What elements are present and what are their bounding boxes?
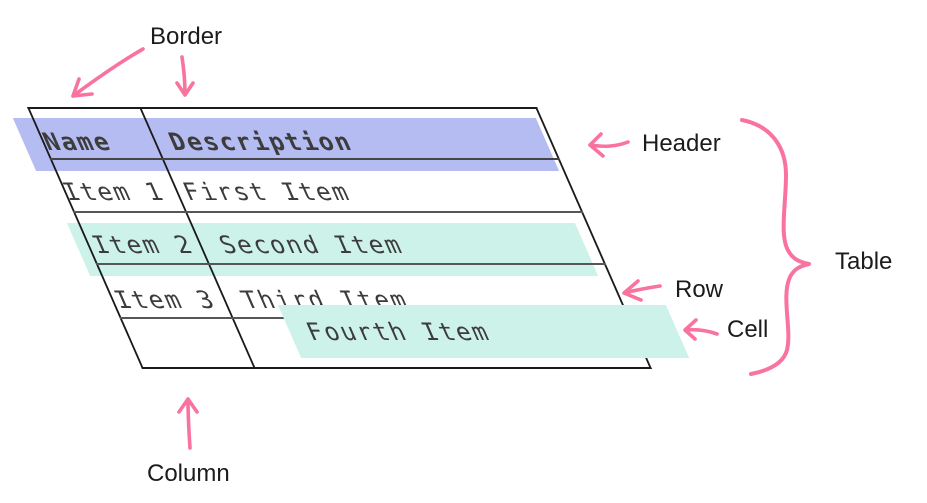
label-cell: Cell [727,316,769,343]
cell-row1-name: Item 1 [58,178,170,206]
header-underline [49,158,561,160]
label-table: Table [835,248,893,275]
table-border-top [27,107,538,109]
detached-cell-highlight: Fourth Item [277,305,690,358]
cell-row2-description: Second Item [214,231,408,259]
header-arrow-icon [588,132,630,158]
cell-row1-description: First Item [178,178,355,206]
row-line-1 [72,211,584,213]
cell-row3-name: Item 3 [109,286,221,314]
header-cell-description: Description [164,128,358,156]
border-arrow-down-icon [175,55,195,97]
header-cell-name: Name [38,128,117,156]
label-row: Row [675,276,724,303]
table-border-bottom [141,367,653,369]
label-header: Header [642,130,721,157]
label-border: Border [150,23,223,50]
row-arrow-icon [622,279,662,302]
cell-arrow-icon [683,318,719,341]
cell-row4-description: Fourth Item [301,317,495,346]
cell-row2-name: Item 2 [87,231,199,259]
demo-table: Name Description Item 1 First Item Item … [12,107,690,369]
border-arrow-diagonal-icon [71,47,145,98]
column-arrow-icon [177,397,199,450]
label-column: Column [147,460,230,487]
row-line-2 [95,263,607,265]
